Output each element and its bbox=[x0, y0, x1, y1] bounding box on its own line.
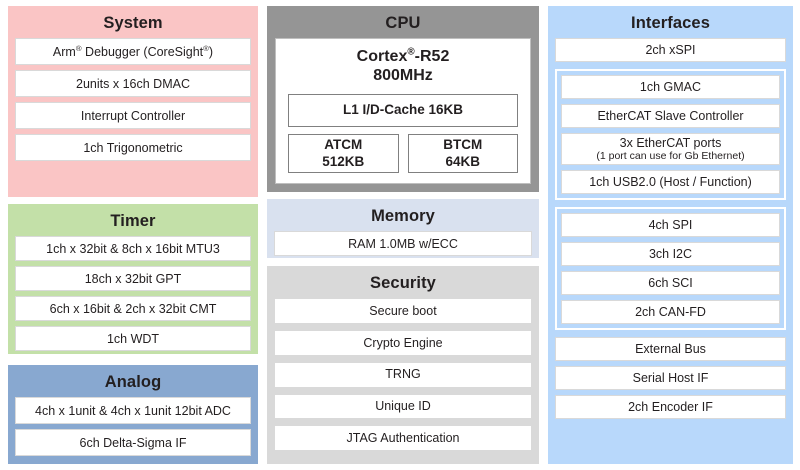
interfaces-group-network: 1ch GMAC EtherCAT Slave Controller 3x Et… bbox=[555, 69, 786, 201]
interfaces-group-serial: 4ch SPI 3ch I2C 6ch SCI 2ch CAN-FD bbox=[555, 207, 786, 331]
panel-timer: Timer 1ch x 32bit & 8ch x 16bit MTU3 18c… bbox=[8, 204, 258, 354]
left-column: System Arm® Debugger (CoreSight®) 2units… bbox=[8, 6, 258, 464]
cpu-btcm-name: BTCM bbox=[443, 137, 483, 153]
analog-item-adc: 4ch x 1unit & 4ch x 1unit 12bit ADC bbox=[15, 397, 251, 425]
timer-item-gpt: 18ch x 32bit GPT bbox=[15, 266, 251, 292]
security-item-secure-boot: Secure boot bbox=[274, 298, 532, 325]
panel-security-title: Security bbox=[370, 274, 436, 292]
interfaces-item-ethercat-ports-main: 3x EtherCAT ports bbox=[619, 136, 722, 151]
panel-system-title: System bbox=[103, 14, 163, 32]
panel-analog-title: Analog bbox=[104, 373, 162, 391]
cpu-atcm-size: 512KB bbox=[322, 153, 365, 169]
interfaces-item-sci: 6ch SCI bbox=[561, 271, 780, 296]
cpu-btcm-size: 64KB bbox=[445, 153, 480, 169]
cpu-atcm: ATCM 512KB bbox=[288, 134, 399, 173]
cpu-core-block: Cortex®-R52 800MHz L1 I/D-Cache 16KB ATC… bbox=[275, 38, 531, 184]
memory-item-ram: RAM 1.0MB w/ECC bbox=[274, 231, 532, 257]
interfaces-item-spi: 4ch SPI bbox=[561, 213, 780, 238]
panel-memory-title: Memory bbox=[371, 207, 435, 225]
right-column: Interfaces 2ch xSPI 1ch GMAC EtherCAT Sl… bbox=[548, 6, 793, 464]
interfaces-item-usb20: 1ch USB2.0 (Host / Function) bbox=[561, 170, 780, 195]
system-item-dmac: 2units x 16ch DMAC bbox=[15, 70, 251, 98]
analog-item-delta-sigma: 6ch Delta-Sigma IF bbox=[15, 429, 251, 457]
panel-analog: Analog 4ch x 1unit & 4ch x 1unit 12bit A… bbox=[8, 365, 258, 464]
security-item-unique-id: Unique ID bbox=[274, 393, 532, 420]
panel-memory: Memory RAM 1.0MB w/ECC bbox=[267, 199, 539, 258]
cpu-core-model: Cortex®-R52 bbox=[356, 46, 450, 66]
interfaces-item-ethercat-ports-note: (1 port can use for Gb Ethernet) bbox=[596, 149, 745, 162]
panel-interfaces-title: Interfaces bbox=[631, 14, 710, 32]
timer-item-cmt: 6ch x 16bit & 2ch x 32bit CMT bbox=[15, 296, 251, 322]
interfaces-item-can-fd: 2ch CAN-FD bbox=[561, 300, 780, 325]
panel-timer-title: Timer bbox=[110, 212, 156, 230]
panel-system: System Arm® Debugger (CoreSight®) 2units… bbox=[8, 6, 258, 197]
panel-security: Security Secure boot Crypto Engine TRNG … bbox=[267, 266, 539, 464]
interfaces-item-ethercat-ports: 3x EtherCAT ports (1 port can use for Gb… bbox=[561, 133, 780, 166]
cpu-core-name: Cortex®-R52 800MHz bbox=[288, 46, 518, 94]
security-item-trng: TRNG bbox=[274, 361, 532, 388]
system-item-trigonometric: 1ch Trigonometric bbox=[15, 134, 251, 162]
cpu-tcm-row: ATCM 512KB BTCM 64KB bbox=[288, 134, 518, 173]
interfaces-item-ethercat-slave-controller: EtherCAT Slave Controller bbox=[561, 104, 780, 129]
interfaces-item-encoder-if: 2ch Encoder IF bbox=[555, 395, 786, 420]
security-item-crypto-engine: Crypto Engine bbox=[274, 330, 532, 356]
cpu-btcm: BTCM 64KB bbox=[407, 134, 518, 173]
system-item-arm-debugger: Arm® Debugger (CoreSight®) bbox=[15, 38, 251, 66]
timer-item-mtu3: 1ch x 32bit & 8ch x 16bit MTU3 bbox=[15, 236, 251, 262]
interfaces-item-xspi: 2ch xSPI bbox=[555, 38, 786, 63]
cpu-core-frequency: 800MHz bbox=[373, 67, 433, 85]
panel-cpu-title: CPU bbox=[385, 14, 421, 32]
panel-interfaces: Interfaces 2ch xSPI 1ch GMAC EtherCAT Sl… bbox=[548, 6, 793, 464]
interfaces-item-external-bus: External Bus bbox=[555, 337, 786, 362]
system-item-interrupt-controller: Interrupt Controller bbox=[15, 102, 251, 130]
cpu-atcm-name: ATCM bbox=[324, 137, 363, 153]
interfaces-item-serial-host-if: Serial Host IF bbox=[555, 366, 786, 391]
interfaces-group-bus: External Bus Serial Host IF 2ch Encoder … bbox=[555, 337, 786, 420]
interfaces-item-gmac: 1ch GMAC bbox=[561, 75, 780, 100]
security-item-jtag-auth: JTAG Authentication bbox=[274, 425, 532, 452]
timer-item-wdt: 1ch WDT bbox=[15, 326, 251, 352]
cpu-l1-cache: L1 I/D-Cache 16KB bbox=[288, 94, 518, 128]
center-column: CPU Cortex®-R52 800MHz L1 I/D-Cache 16KB… bbox=[267, 6, 539, 464]
interfaces-item-i2c: 3ch I2C bbox=[561, 242, 780, 267]
panel-cpu: CPU Cortex®-R52 800MHz L1 I/D-Cache 16KB… bbox=[267, 6, 539, 192]
